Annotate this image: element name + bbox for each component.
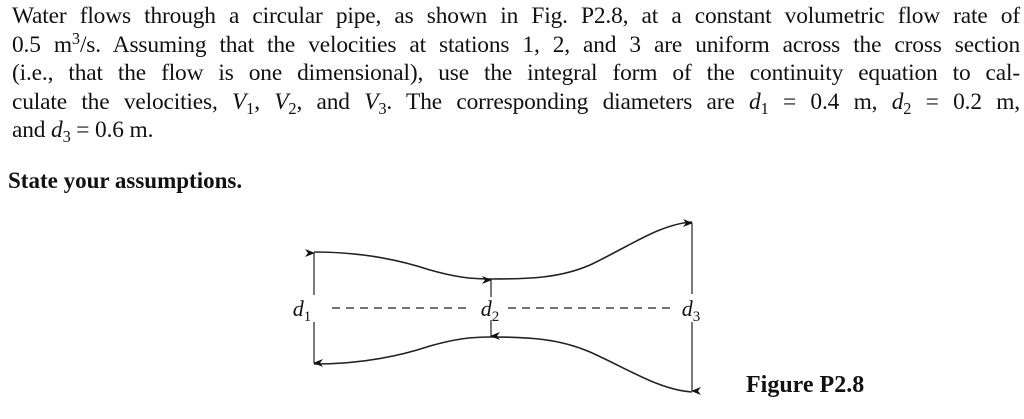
subscript: 2 (288, 98, 297, 118)
diameter-value: = 0.4 m, (768, 88, 892, 115)
subscript: 3 (62, 126, 71, 146)
label-d2: d2 (481, 296, 500, 325)
problem-statement: Water flows through a circular pipe, as … (12, 2, 1020, 145)
figure-caption: Figure P2.8 (746, 372, 865, 398)
pipe-top-wall (313, 221, 693, 280)
diameter-value: = 0.2 m, (911, 88, 1020, 115)
problem-line-3: (i.e., that the flow is one dimensional)… (12, 60, 1020, 86)
problem-text: . The corresponding diameters are (386, 88, 750, 115)
separator: , and (296, 88, 365, 115)
velocity-symbol: V (232, 88, 247, 115)
instruction-text: State your assumptions. (8, 168, 243, 193)
exponent: 3 (71, 28, 80, 48)
pipe-bottom-wall (313, 336, 693, 393)
diameter-symbol: d (749, 88, 761, 115)
label-d1: d1 (293, 296, 312, 325)
problem-line-4: culate the velocities, V1, V2, and V3. T… (12, 88, 1020, 117)
problem-text: culate the velocities, (12, 88, 233, 115)
velocity-symbol: V (364, 88, 379, 115)
separator: , (254, 88, 275, 115)
diameter-value: = 0.6 m. (70, 117, 154, 143)
problem-line-2: 0.5 m3/s. Assuming that the velocities a… (12, 28, 1020, 60)
subscript: 1 (246, 98, 255, 118)
problem-line-5: and d3 = 0.6 m. (12, 116, 1020, 145)
problem-text: /s. Assuming that the velocities at stat… (79, 31, 1020, 58)
subscript: 1 (760, 98, 769, 118)
diameter-symbol: d (891, 88, 904, 115)
problem-line-1: Water flows through a circular pipe, as … (12, 3, 1020, 29)
subscript: 3 (378, 98, 387, 118)
diameter-symbol: d (51, 117, 63, 143)
flow-rate-value: 0.5 m (12, 31, 72, 58)
velocity-symbol: V (274, 88, 289, 115)
problem-text: and (12, 117, 52, 143)
subscript: 2 (903, 98, 912, 118)
label-d3: d3 (682, 296, 701, 325)
